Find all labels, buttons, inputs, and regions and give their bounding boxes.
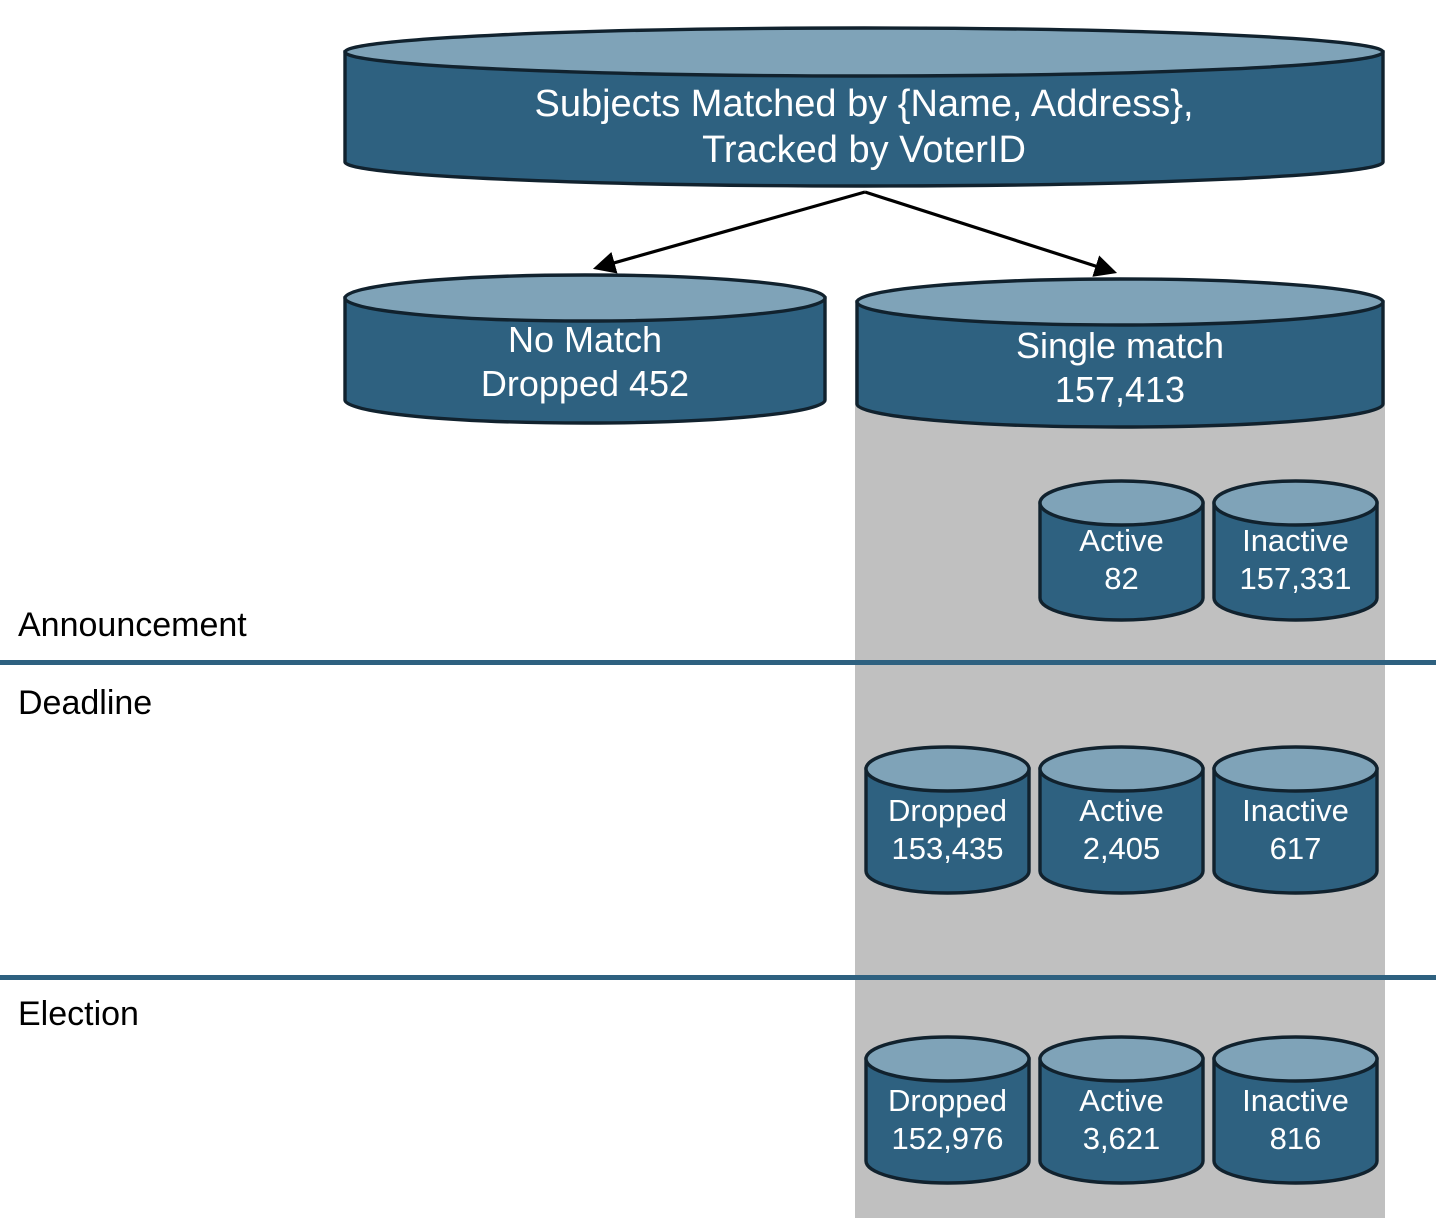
phase-label-election: Election	[18, 995, 139, 1033]
phase-divider-announcement-deadline	[0, 660, 1436, 665]
node-announcement-active[interactable]: Active 82	[1038, 479, 1205, 622]
phase-label-announcement: Announcement	[18, 606, 247, 644]
arrow-to-no-match	[592, 190, 866, 274]
node-announcement-inactive[interactable]: Inactive 157,331	[1212, 479, 1379, 622]
node-deadline-dropped[interactable]: Dropped 153,435	[864, 745, 1031, 895]
arrow-to-single-match	[864, 190, 1118, 277]
phase-divider-deadline-election	[0, 975, 1436, 980]
node-deadline-inactive[interactable]: Inactive 617	[1212, 745, 1379, 895]
node-no-match[interactable]: No Match Dropped 452	[343, 273, 827, 425]
node-subjects-matched[interactable]: Subjects Matched by {Name, Address}, Tra…	[343, 26, 1385, 188]
node-single-match[interactable]: Single match 157,413	[855, 277, 1385, 429]
phase-label-deadline: Deadline	[18, 684, 153, 722]
node-election-active[interactable]: Active 3,621	[1038, 1035, 1205, 1185]
node-election-inactive[interactable]: Inactive 816	[1212, 1035, 1379, 1185]
node-deadline-active[interactable]: Active 2,405	[1038, 745, 1205, 895]
node-election-dropped[interactable]: Dropped 152,976	[864, 1035, 1031, 1185]
